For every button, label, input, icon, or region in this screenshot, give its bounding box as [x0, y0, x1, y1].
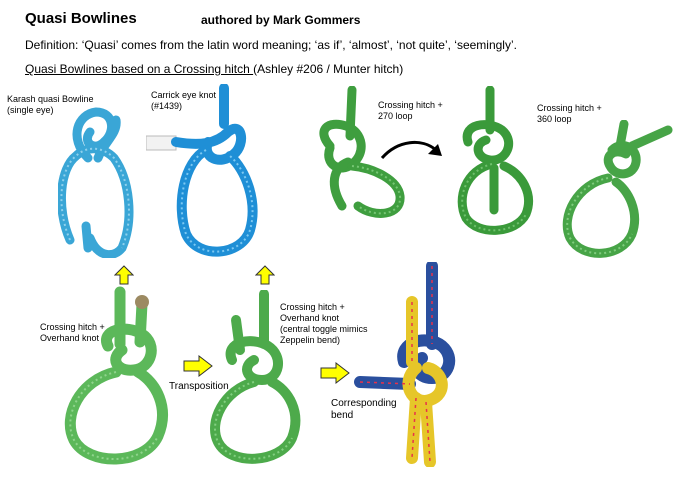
definition-text: Definition: ‘Quasi’ comes from the latin…: [25, 38, 517, 52]
author-line: authored by Mark Gommers: [201, 13, 361, 27]
knot-crossing-270-b-image: [446, 86, 536, 236]
knot-bend-image: [352, 262, 462, 467]
caption-toggle: Crossing hitch +Overhand knot (central t…: [280, 302, 368, 345]
subtitle: Quasi Bowlines based on a Crossing hitch…: [25, 62, 403, 76]
caption-crossing-360: Crossing hitch +360 loop: [537, 103, 602, 124]
right-arrow-icon: [183, 355, 213, 377]
label-transposition: Transposition: [169, 381, 229, 392]
curved-arrow-icon: [380, 132, 450, 168]
knot-toggle-image: [206, 290, 306, 465]
caption-carrick: Carrick eye knot(#1439): [151, 90, 217, 111]
right-arrow-icon: [320, 362, 350, 384]
subtitle-underlined: Quasi Bowlines based on a Crossing hitch: [25, 62, 254, 76]
knot-carrick-image: [146, 84, 266, 259]
caption-overhand: Crossing hitch +Overhand knot: [40, 322, 105, 343]
knot-crossing-270-a-image: [312, 86, 412, 221]
caption-karash: Karash quasi Bowline(single eye): [7, 94, 94, 115]
knot-overhand-image: [60, 284, 180, 466]
knot-crossing-360-image: [556, 120, 676, 260]
up-arrow-icon: [114, 265, 134, 285]
page-title: Quasi Bowlines: [25, 10, 137, 27]
knot-karash-image: [58, 98, 138, 258]
caption-crossing-270: Crossing hitch +270 loop: [378, 100, 443, 121]
subtitle-rest: (Ashley #206 / Munter hitch): [253, 62, 404, 76]
up-arrow-icon: [255, 265, 275, 285]
